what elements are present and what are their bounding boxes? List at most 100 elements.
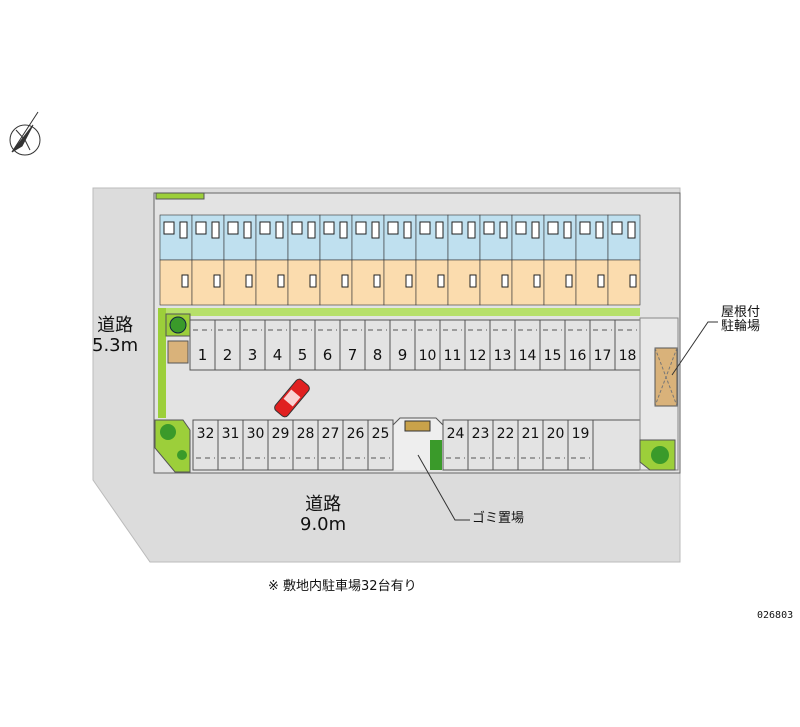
bike-shelter-label: 屋根付 駐輪場 <box>721 305 761 335</box>
parking-space: 16 <box>564 319 591 371</box>
parking-space: 32 <box>192 419 219 471</box>
parking-space: 17 <box>589 319 616 371</box>
parking-space: 7 <box>339 319 366 371</box>
parking-space: 5 <box>289 319 316 371</box>
hedge <box>158 308 640 316</box>
road-name: 道路 <box>97 315 134 336</box>
apartment-unit <box>479 214 513 306</box>
tree-icon <box>169 316 187 334</box>
parking-space: 1 <box>189 319 216 371</box>
parking-space-number: 18 <box>619 348 637 364</box>
parking-space-number: 19 <box>572 426 590 442</box>
parking-space: 18 <box>614 319 641 371</box>
parking-space-number: 27 <box>322 426 340 442</box>
parking-space: 30 <box>242 419 269 471</box>
parking-space: 29 <box>267 419 294 471</box>
label-line: 駐輪場 <box>721 319 761 335</box>
parking-space: 27 <box>317 419 344 471</box>
parking-space: 24 <box>442 419 469 471</box>
parking-space-number: 23 <box>472 426 490 442</box>
planter <box>167 340 189 364</box>
parking-space: 20 <box>542 419 569 471</box>
parking-space-number: 28 <box>297 426 315 442</box>
parking-space-number: 22 <box>497 426 515 442</box>
parking-space-number: 2 <box>223 346 233 364</box>
parking-space: 10 <box>414 319 441 371</box>
tree-icon <box>160 424 176 440</box>
car-icon <box>274 378 310 418</box>
parking-space-number: 21 <box>522 426 540 442</box>
label-line: 屋根付 <box>721 305 761 320</box>
parking-space-number: 9 <box>398 346 408 364</box>
road-west-label: 道路 5.3m <box>92 316 138 356</box>
parking-space: 9 <box>389 319 416 371</box>
parking-space: 12 <box>464 319 491 371</box>
apartment-unit <box>255 214 289 306</box>
parking-space: 4 <box>264 319 291 371</box>
parking-space-number: 13 <box>494 348 512 364</box>
parking-space: 19 <box>567 419 594 471</box>
parking-space-number: 29 <box>272 426 290 442</box>
garbage-area <box>392 417 470 521</box>
parking-space: 22 <box>492 419 519 471</box>
tree-icon <box>651 446 669 464</box>
road-south-label: 道路 9.0m <box>300 495 346 535</box>
parking-space-number: 6 <box>323 346 333 364</box>
parking-space: 11 <box>439 319 466 371</box>
parking-space-number: 15 <box>544 348 562 364</box>
parking-space-number: 7 <box>348 346 358 364</box>
apartment-unit <box>415 214 449 306</box>
apartment-unit <box>319 214 353 306</box>
parking-space: 14 <box>514 319 541 371</box>
parking-space: 21 <box>517 419 544 471</box>
road-name: 道路 <box>305 494 342 515</box>
parking-space-number: 24 <box>447 426 465 442</box>
apartment-unit <box>191 214 225 306</box>
parking-space-number: 26 <box>347 426 365 442</box>
parking-space-number: 30 <box>247 426 265 442</box>
apartment-unit <box>543 214 577 306</box>
parking-space-number: 16 <box>569 348 587 364</box>
parking-space-number: 3 <box>248 346 258 364</box>
parking-space: 8 <box>364 319 391 371</box>
parking-space: 3 <box>239 319 266 371</box>
parking-space: 25 <box>367 419 394 471</box>
garbage-label: ゴミ置場 <box>472 511 525 526</box>
parking-space-number: 1 <box>198 346 208 364</box>
parking-space-number: 17 <box>594 348 612 364</box>
parking-space: 13 <box>489 319 516 371</box>
parking-space-number: 31 <box>222 426 240 442</box>
parking-space: 15 <box>539 319 566 371</box>
parking-space-number: 4 <box>273 346 283 364</box>
parking-space-number: 20 <box>547 426 565 442</box>
parking-space: 23 <box>467 419 494 471</box>
parking-space-number: 11 <box>444 348 462 364</box>
parking-space-number: 25 <box>372 426 390 442</box>
parking-space-number: 32 <box>197 426 215 442</box>
apartment-unit <box>575 214 609 306</box>
road-width: 9.0m <box>300 513 347 535</box>
parking-space: 28 <box>292 419 319 471</box>
parking-space: 2 <box>214 319 241 371</box>
parking-space: 31 <box>217 419 244 471</box>
apartment-unit <box>287 214 321 306</box>
parking-space-number: 10 <box>419 348 437 364</box>
apartment-unit <box>607 214 641 306</box>
parking-space: 6 <box>314 319 341 371</box>
apartment-unit <box>383 214 417 306</box>
apartment-unit <box>223 214 257 306</box>
road-width: 5.3m <box>92 334 139 356</box>
parking-note: ※ 敷地内駐車場32台有り <box>268 579 417 594</box>
apartment-unit <box>351 214 385 306</box>
parking-space-number: 12 <box>469 348 487 364</box>
parking-space-number: 14 <box>519 348 537 364</box>
parking-space-number: 8 <box>373 346 383 364</box>
parking-space-number: 5 <box>298 346 308 364</box>
map-code: 026803 <box>757 610 794 621</box>
apartment-unit <box>511 214 545 306</box>
apartment-unit <box>447 214 481 306</box>
north-compass-icon <box>9 111 41 156</box>
apartment-unit <box>159 214 193 306</box>
parking-space: 26 <box>342 419 369 471</box>
